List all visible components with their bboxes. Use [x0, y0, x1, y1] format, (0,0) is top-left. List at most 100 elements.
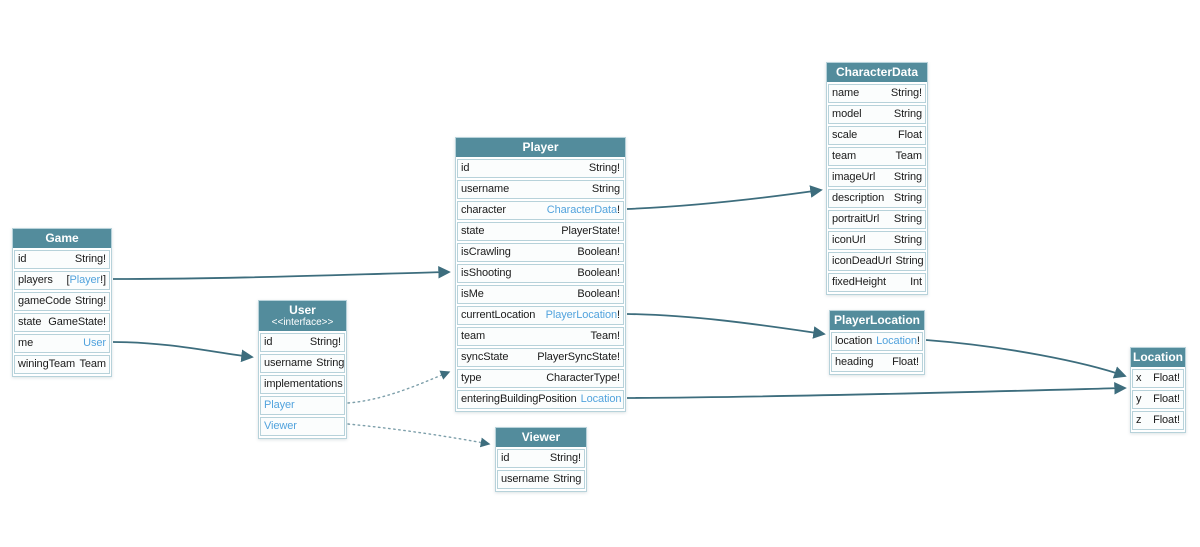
type-link[interactable]: Player [264, 399, 295, 412]
entity-header-player[interactable]: Player [456, 138, 625, 158]
entity-title: User [289, 303, 316, 317]
entity-header-playerlocation[interactable]: PlayerLocation [830, 311, 924, 331]
type-text: Float [898, 129, 922, 142]
field-row-players[interactable]: players[Player!] [14, 271, 110, 291]
field-type: GameState! [48, 316, 106, 329]
type-link[interactable]: User [83, 337, 106, 350]
type-text: String [893, 234, 922, 247]
field-row-y[interactable]: y Float! [1132, 390, 1184, 410]
type-text: String! [890, 87, 922, 100]
type-text: [ [66, 274, 70, 287]
type-link[interactable]: Location [876, 335, 917, 348]
type-text: String [553, 473, 582, 486]
type-text: String! [588, 162, 620, 175]
field-type: Boolean! [577, 267, 620, 280]
type-text: PlayerSyncState! [537, 351, 620, 364]
type-link[interactable]: CharacterData [546, 204, 618, 217]
field-type: String [894, 171, 922, 184]
field-name: y [1136, 393, 1142, 406]
field-type: Float [898, 129, 922, 142]
field-name: z [1136, 414, 1142, 427]
entity-header-viewer[interactable]: Viewer [496, 428, 586, 448]
type-link[interactable]: Viewer [264, 420, 297, 433]
field-name: username [501, 473, 550, 486]
type-text: String [895, 255, 924, 268]
type-link[interactable]: Player [69, 274, 101, 287]
field-row-id[interactable]: id String! [457, 159, 624, 179]
type-text: String! [549, 452, 581, 465]
field-type: Team! [591, 330, 621, 343]
type-text: Float! [1153, 372, 1180, 385]
type-text: Float! [892, 356, 919, 369]
field-name: description [832, 192, 885, 205]
field-row-isMe[interactable]: isMe Boolean! [457, 285, 624, 305]
type-link[interactable]: PlayerLocation [545, 309, 618, 322]
field-name: username [461, 183, 510, 196]
field-type: Boolean! [577, 288, 620, 301]
field-row-Player[interactable]: Player [260, 396, 345, 416]
type-text: Boolean! [577, 267, 620, 280]
entity-title: Player [522, 140, 559, 154]
field-type: [Player!] [66, 274, 107, 287]
field-type: Team [896, 150, 923, 163]
section-label: implementations [264, 378, 343, 391]
field-type: String! [589, 162, 620, 175]
type-text: String [893, 108, 922, 121]
entity-header-characterdata[interactable]: CharacterData [827, 63, 927, 83]
type-link[interactable]: Location [580, 393, 622, 406]
field-name: name [832, 87, 860, 100]
field-type: Float! [1153, 393, 1180, 406]
field-row-Viewer[interactable]: Viewer [260, 417, 345, 437]
field-row-name[interactable]: name String! [828, 84, 926, 104]
entity-header-user[interactable]: User<<interface>> [259, 301, 346, 332]
field-name: id [461, 162, 470, 175]
type-text: ! [916, 335, 920, 348]
entity-title: Viewer [521, 430, 561, 444]
type-text: String! [74, 253, 106, 266]
field-name: isMe [461, 288, 484, 301]
entity-header-location[interactable]: Location [1131, 348, 1185, 368]
field-name: portraitUrl [832, 213, 880, 226]
entity-header-game[interactable]: Game [13, 229, 111, 249]
field-row-implementations[interactable]: implementations [260, 375, 345, 395]
